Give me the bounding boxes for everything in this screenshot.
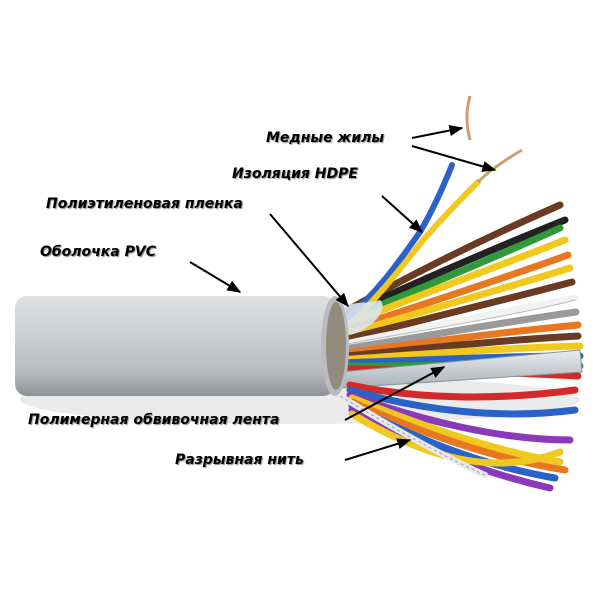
label-polymer-wrap-tape: Полимерная обвивочная лента	[28, 412, 280, 428]
wire-bundle-top	[326, 201, 584, 380]
label-pvc-jacket: Оболочка PVC	[40, 244, 156, 260]
label-copper-cores: Медные жилы	[266, 130, 385, 146]
pvc-jacket	[15, 296, 335, 396]
label-pe-film: Полиэтиленовая пленка	[46, 196, 243, 212]
label-rip-cord: Разрывная нить	[175, 452, 304, 468]
copper-core-1	[465, 95, 472, 141]
label-hdpe-insulation: Изоляция HDPE	[232, 166, 358, 182]
copper-core-2	[476, 148, 523, 184]
leader-lines	[189, 124, 497, 461]
